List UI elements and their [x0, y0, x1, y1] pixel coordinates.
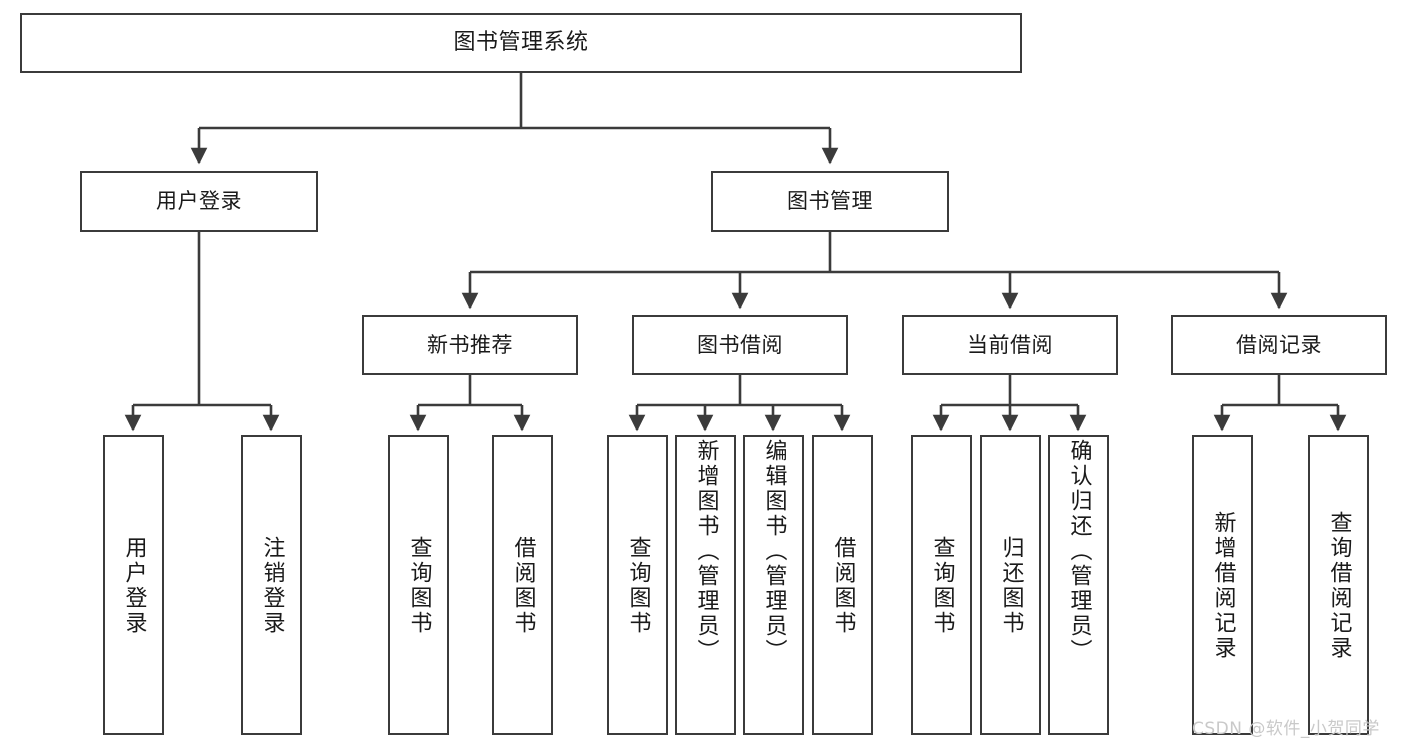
- leaf-borrow-book-borrowing[interactable]: 借阅图书: [812, 435, 873, 735]
- node-label: 新增借阅记录: [1210, 511, 1236, 661]
- node-new-book-recommendation[interactable]: 新书推荐: [362, 315, 578, 375]
- leaf-add-book-admin[interactable]: 新增图书（管理员）: [675, 435, 736, 735]
- leaf-edit-book-admin[interactable]: 编辑图书（管理员）: [743, 435, 804, 735]
- node-label: 归还图书: [998, 536, 1024, 636]
- node-label: 图书管理系统: [453, 30, 589, 56]
- watermark-text: CSDN @软件_小贺同学: [1192, 719, 1380, 739]
- leaf-borrow-book-recommendation[interactable]: 借阅图书: [492, 435, 553, 735]
- node-label: 查询借阅记录: [1326, 511, 1352, 661]
- node-label: 用户登录: [121, 536, 147, 636]
- leaf-query-book-recommendation[interactable]: 查询图书: [388, 435, 449, 735]
- node-book-management[interactable]: 图书管理: [711, 171, 949, 232]
- leaf-query-book-borrowing[interactable]: 查询图书: [607, 435, 668, 735]
- node-current-borrowing[interactable]: 当前借阅: [902, 315, 1118, 375]
- node-label: 当前借阅: [967, 332, 1053, 357]
- node-label: 确认归还（管理员）: [1066, 439, 1092, 664]
- leaf-return-book[interactable]: 归还图书: [980, 435, 1041, 735]
- node-label: 用户登录: [156, 189, 242, 214]
- node-book-borrowing[interactable]: 图书借阅: [632, 315, 848, 375]
- node-user-login[interactable]: 用户登录: [80, 171, 318, 232]
- leaf-add-borrow-record[interactable]: 新增借阅记录: [1192, 435, 1253, 735]
- node-borrowing-record[interactable]: 借阅记录: [1171, 315, 1387, 375]
- node-label: 新增图书（管理员）: [693, 439, 719, 664]
- leaf-user-logout[interactable]: 注销登录: [241, 435, 302, 735]
- node-label: 查询图书: [625, 536, 651, 636]
- node-label: 图书管理: [787, 189, 873, 214]
- node-label: 借阅图书: [830, 536, 856, 636]
- node-label: 注销登录: [259, 536, 285, 636]
- node-label: 编辑图书（管理员）: [761, 439, 787, 664]
- node-label: 图书借阅: [697, 332, 783, 357]
- node-label: 新书推荐: [427, 332, 513, 357]
- node-label: 借阅记录: [1236, 332, 1322, 357]
- leaf-user-login[interactable]: 用户登录: [103, 435, 164, 735]
- node-label: 查询图书: [929, 536, 955, 636]
- node-label: 查询图书: [406, 536, 432, 636]
- leaf-query-book-current[interactable]: 查询图书: [911, 435, 972, 735]
- leaf-query-borrow-record[interactable]: 查询借阅记录: [1308, 435, 1369, 735]
- node-label: 借阅图书: [510, 536, 536, 636]
- leaf-confirm-return-admin[interactable]: 确认归还（管理员）: [1048, 435, 1109, 735]
- node-root-book-management-system[interactable]: 图书管理系统: [20, 13, 1022, 73]
